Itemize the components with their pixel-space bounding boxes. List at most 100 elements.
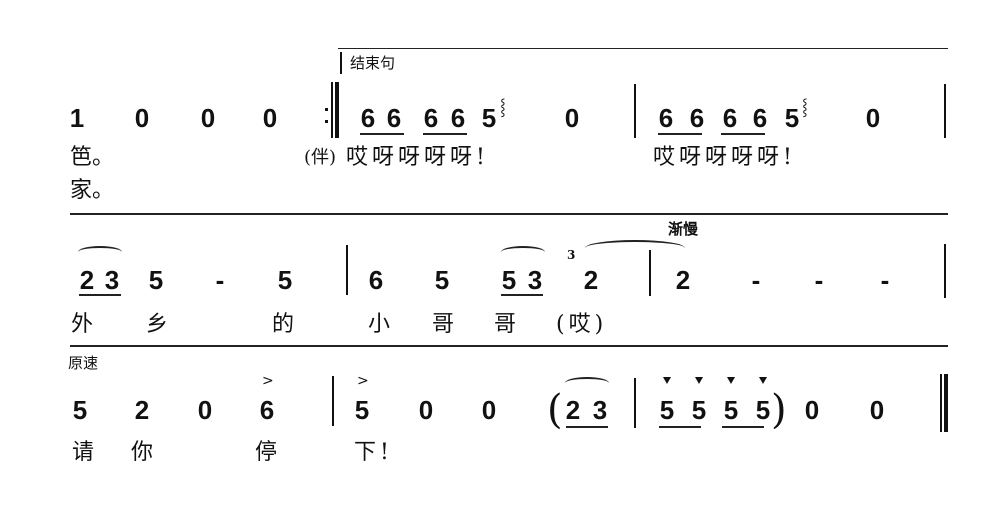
staff-top-rule-1 [338, 48, 948, 49]
lyric: (哎) [556, 312, 608, 337]
barline [634, 84, 636, 138]
lyric: 请 [72, 440, 95, 465]
repeat-dot [325, 108, 328, 111]
note: - [215, 265, 225, 295]
note: 5 [501, 265, 517, 295]
lyric: 哥 [432, 312, 455, 337]
note: 0 [200, 103, 216, 133]
note: 0 [418, 395, 434, 425]
lyric: 停 [255, 440, 278, 465]
note: 6 [423, 103, 439, 133]
note: 2 [565, 395, 581, 425]
note: 5 [72, 395, 88, 425]
lyric: 乡 [146, 312, 169, 337]
section-bracket-mark [340, 52, 342, 74]
note: 0 [869, 395, 885, 425]
staccato-mark [727, 377, 735, 384]
staff-top-rule-3 [70, 345, 948, 347]
staccato-mark [759, 377, 767, 384]
note: 1 [69, 103, 85, 133]
barline [944, 84, 946, 138]
underline-beam [659, 426, 701, 428]
underline-beam [79, 294, 121, 296]
barline [332, 376, 334, 426]
note: 0 [804, 395, 820, 425]
underline-beam [501, 294, 543, 296]
tempo-mark: 渐慢 [668, 220, 699, 238]
glissando-icon: ⸾ [500, 97, 506, 116]
lyric: 下! [354, 440, 393, 465]
note: 2 [134, 395, 150, 425]
section-label: 结束句 [350, 54, 396, 72]
note: 0 [262, 103, 278, 133]
final-barline-thick [944, 374, 948, 432]
tempo-mark: 原速 [68, 354, 99, 372]
barline [944, 244, 946, 298]
note: 3 [592, 395, 608, 425]
staccato-mark [695, 377, 703, 384]
underline-beam [658, 133, 702, 135]
underline-beam [423, 133, 467, 135]
barline [649, 250, 651, 296]
barline [346, 245, 348, 295]
note: 0 [197, 395, 213, 425]
lyric: 哥 [494, 312, 517, 337]
note: 5 [354, 395, 370, 425]
note: 5 [148, 265, 164, 295]
grace-note: 3 [567, 248, 576, 262]
lyric: 哎呀呀呀呀! [346, 145, 489, 170]
barline [634, 378, 636, 428]
slur-arc [501, 246, 545, 258]
note: 5 [723, 395, 739, 425]
lyric: (伴) [304, 147, 337, 168]
note: 6 [450, 103, 466, 133]
close-paren: ) [771, 387, 787, 433]
note: 0 [481, 395, 497, 425]
repeat-barline-thick [335, 82, 339, 138]
note: 6 [259, 395, 275, 425]
underline-beam [566, 426, 608, 428]
lyric: 哎呀呀呀呀! [653, 145, 796, 170]
slur-arc [78, 246, 122, 258]
note: 2 [675, 265, 691, 295]
final-barline-thin [940, 374, 942, 432]
note: 6 [722, 103, 738, 133]
note: 6 [368, 265, 384, 295]
underline-beam [721, 133, 765, 135]
note: - [751, 265, 761, 295]
accent-mark: > [262, 373, 274, 389]
lyric: 你 [131, 440, 154, 465]
note: 0 [134, 103, 150, 133]
slur-arc [565, 377, 609, 389]
note: 5 [659, 395, 675, 425]
note: 6 [752, 103, 768, 133]
lyric: 外 [71, 312, 94, 337]
underline-beam [360, 133, 404, 135]
note: 3 [527, 265, 543, 295]
staccato-mark [663, 377, 671, 384]
note: 3 [104, 265, 120, 295]
note: 0 [865, 103, 881, 133]
accent-mark: > [357, 373, 369, 389]
glissando-icon: ⸾ [802, 97, 808, 116]
note: 6 [689, 103, 705, 133]
note: 5 [691, 395, 707, 425]
staff-top-rule-2 [70, 213, 948, 215]
lyric: 笆。 [70, 145, 115, 170]
note: - [880, 265, 890, 295]
note: 6 [658, 103, 674, 133]
note: 6 [386, 103, 402, 133]
repeat-dot [325, 120, 328, 123]
repeat-barline-thin [331, 82, 333, 138]
note: - [814, 265, 824, 295]
note: 5 [755, 395, 771, 425]
lyric: 家。 [70, 178, 115, 203]
open-paren: ( [547, 387, 563, 433]
note: 5 [481, 103, 497, 133]
lyric: 的 [272, 312, 295, 337]
underline-beam [722, 426, 764, 428]
tie-arc [585, 240, 685, 256]
note: 2 [79, 265, 95, 295]
note: 6 [360, 103, 376, 133]
note: 5 [784, 103, 800, 133]
